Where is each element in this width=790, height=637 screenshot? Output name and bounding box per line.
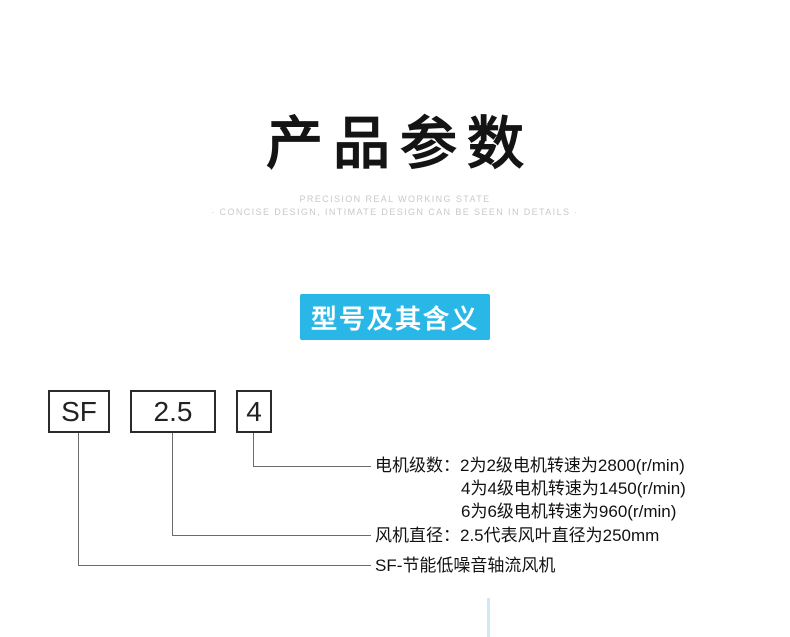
- page-title: 产品参数: [266, 112, 534, 176]
- model-code-box-sf: SF: [48, 390, 110, 433]
- legend-motor-poles-line3: 6为6级电机转速为960(r/min): [461, 502, 677, 521]
- connector-horizontal-sf: [78, 565, 371, 566]
- connector-vertical-poles: [253, 433, 254, 467]
- connector-vertical-sf: [78, 433, 79, 565]
- section-badge-model-meaning: 型号及其含义: [300, 294, 490, 340]
- legend-motor-poles-line2: 4为4级电机转速为1450(r/min): [461, 479, 686, 498]
- bottom-decor-line: [487, 598, 490, 637]
- connector-horizontal-poles: [253, 466, 371, 467]
- subtitle-line-1: PRECISION REAL WORKING STATE: [299, 194, 491, 204]
- model-code-box-poles: 4: [236, 390, 272, 433]
- model-code-box-diameter: 2.5: [130, 390, 216, 433]
- legend-motor-poles-line1: 电机级数：2为2级电机转速为2800(r/min): [375, 456, 685, 475]
- legend-fan-diameter: 风机直径：2.5代表风叶直径为250mm: [375, 526, 660, 545]
- connector-horizontal-diameter: [172, 535, 371, 536]
- legend-sf-meaning: SF-节能低噪音轴流风机: [375, 556, 556, 575]
- connector-vertical-diameter: [172, 433, 173, 535]
- subtitle-line-2: · CONCISE DESIGN, INTIMATE DESIGN CAN BE…: [211, 207, 579, 217]
